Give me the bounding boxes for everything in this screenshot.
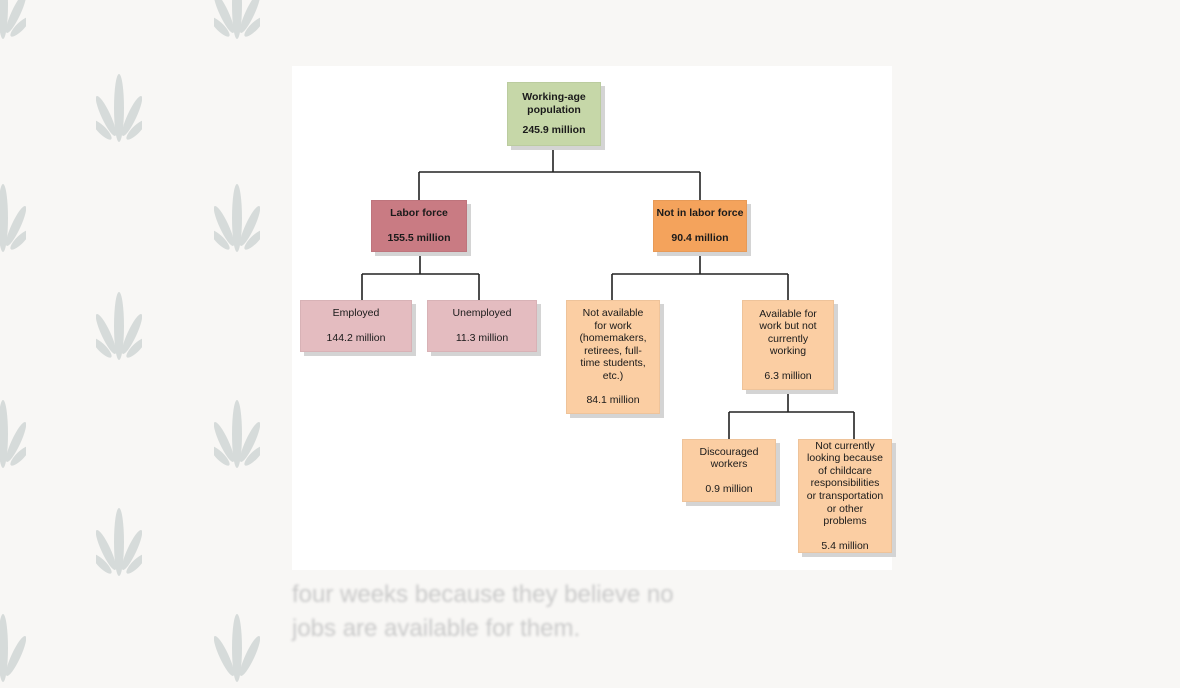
node-discouraged-workers: Discouraged workers 0.9 million: [682, 439, 776, 502]
labor-force-diagram: Working-age population 245.9 million Lab…: [292, 66, 892, 570]
node-value: 90.4 million: [671, 232, 729, 244]
node-title: Not currently looking because of childca…: [806, 439, 884, 528]
node-value: 84.1 million: [586, 394, 640, 407]
node-value: 6.3 million: [764, 369, 812, 382]
node-value: 245.9 million: [522, 124, 586, 137]
node-title: Employed: [332, 307, 380, 320]
node-labor-force: Labor force 155.5 million: [371, 200, 467, 252]
leaf-decoration: [96, 286, 142, 366]
leaf-decoration: [214, 178, 260, 258]
node-not-in-labor-force: Not in labor force 90.4 million: [653, 200, 747, 252]
leaf-decoration: [214, 394, 260, 474]
node-title: Not available for work (homemakers, reti…: [579, 306, 647, 382]
background-text-line: jobs are available for them.: [292, 615, 581, 642]
node-title: Discouraged workers: [699, 445, 759, 471]
node-title: Available for work but not currently wor…: [759, 307, 817, 358]
node-working-age-population: Working-age population 245.9 million: [507, 82, 601, 146]
leaf-decoration: [96, 68, 142, 148]
leaf-decoration: [0, 0, 26, 45]
node-unemployed: Unemployed 11.3 million: [427, 300, 537, 352]
node-title: Labor force: [390, 207, 448, 220]
node-value: 0.9 million: [705, 482, 753, 495]
connector-lines: [361, 146, 855, 439]
node-title: Unemployed: [452, 307, 512, 320]
leaf-decoration: [0, 608, 26, 688]
node-title: Not in labor force: [656, 207, 744, 220]
node-value: 155.5 million: [387, 232, 451, 244]
node-value: 5.4 million: [821, 539, 869, 552]
leaf-decoration: [214, 608, 260, 688]
leaf-decoration: [0, 178, 26, 258]
leaf-decoration: [214, 0, 260, 45]
node-available-for-work: Available for work but not currently wor…: [742, 300, 834, 390]
node-not-available-for-work: Not available for work (homemakers, reti…: [566, 300, 660, 414]
leaf-decoration: [0, 394, 26, 474]
background-text-line: four weeks because they believe no: [292, 581, 674, 608]
node-employed: Employed 144.2 million: [300, 300, 412, 352]
node-title: Working-age population: [522, 91, 586, 116]
node-value: 11.3 million: [455, 332, 509, 344]
leaf-decoration: [96, 502, 142, 582]
node-value: 144.2 million: [326, 332, 386, 344]
node-not-currently-looking: Not currently looking because of childca…: [798, 439, 892, 553]
